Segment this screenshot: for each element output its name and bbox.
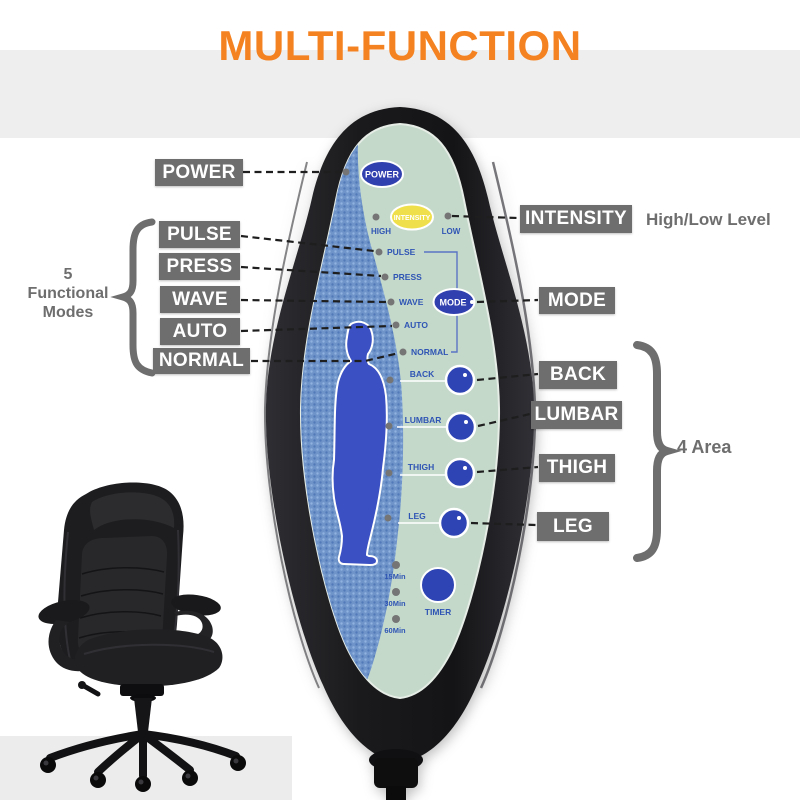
leg-button: [438, 507, 470, 539]
timer-button: [420, 567, 456, 603]
connector-normal: [251, 351, 400, 363]
connector-press: [240, 265, 382, 278]
intensity-button-label: INTENSITY: [394, 215, 431, 222]
back-area-label: BACK: [410, 369, 435, 379]
lumbar-button: [445, 411, 477, 443]
connector-leg: [470, 521, 537, 527]
timer-30-dot: [392, 588, 400, 596]
connector-pulse: [240, 234, 375, 253]
modes-note-line2: Functional: [27, 285, 109, 302]
page-title: MULTI-FUNCTION: [218, 22, 582, 69]
lumbar-dot: [385, 422, 393, 430]
remote-control: POWER INTENSITY HIGH LOW PULSE PRESS WAV…: [263, 107, 537, 800]
intensity-level-note: High/Low Level: [646, 210, 771, 229]
back-button: [444, 364, 476, 396]
chair-seat: [74, 629, 223, 687]
modes-note-line3: Modes: [42, 304, 94, 321]
auto-dot: [392, 321, 400, 329]
back-dot: [386, 376, 394, 384]
thigh-dot: [385, 469, 393, 477]
chair-base: [40, 681, 246, 792]
timer-button-label: TIMER: [425, 607, 451, 617]
connector-auto: [240, 324, 393, 333]
callout-wave: WAVE: [160, 286, 240, 313]
left-brace: [110, 218, 156, 377]
leg-dot: [384, 514, 392, 522]
power-indicator-dot: [342, 168, 350, 176]
connector-wave: [240, 298, 388, 304]
timer-60-dot: [392, 615, 400, 623]
normal-label: NORMAL: [411, 347, 448, 357]
mode-bracket-line: [424, 251, 458, 353]
mode-button: MODE: [432, 288, 476, 316]
callout-mode: MODE: [539, 287, 615, 314]
callout-intensity: INTENSITY: [520, 205, 632, 233]
low-label: LOW: [442, 227, 461, 236]
pulse-dot: [375, 248, 383, 256]
right-brace: [633, 341, 682, 562]
connector-intensity: [451, 214, 520, 220]
press-dot: [381, 273, 389, 281]
auto-label: AUTO: [404, 320, 428, 330]
intensity-button: INTENSITY: [390, 203, 434, 231]
wave-dot: [387, 298, 395, 306]
area-count-note: 4 Area: [677, 437, 732, 457]
modes-count-note: 5 Functional Modes: [14, 265, 122, 322]
press-label: PRESS: [393, 272, 422, 282]
callout-pulse: PULSE: [159, 221, 240, 248]
callout-leg: LEG: [537, 512, 609, 541]
office-chair-image: [38, 482, 246, 792]
connector-lumbar: [477, 412, 531, 428]
power-button-label: POWER: [365, 170, 400, 180]
modes-note-line1: 5: [63, 266, 73, 283]
thigh-area-label: THIGH: [408, 462, 434, 472]
leg-area-label: LEG: [408, 511, 426, 521]
connector-thigh: [476, 465, 539, 474]
thigh-button: [444, 457, 476, 489]
timer-15-dot: [392, 561, 400, 569]
callout-power: POWER: [155, 159, 243, 186]
power-button: POWER: [360, 160, 404, 188]
connector-back: [476, 372, 539, 382]
mode-button-label: MODE: [440, 298, 467, 308]
timer-30-label: 30Min: [384, 599, 406, 608]
body-silhouette: [331, 320, 388, 566]
callout-lumbar: LUMBAR: [531, 401, 622, 429]
callout-press: PRESS: [159, 253, 240, 280]
area-buttons: [438, 364, 477, 539]
timer-15-label: 15Min: [384, 572, 406, 581]
callout-auto: AUTO: [160, 318, 240, 345]
intensity-low-dot: [444, 212, 452, 220]
intensity-high-dot: [372, 213, 380, 221]
high-label: HIGH: [371, 227, 391, 236]
lumbar-area-label: LUMBAR: [405, 415, 442, 425]
normal-dot: [399, 348, 407, 356]
remote-cable-connector: [369, 749, 423, 800]
wave-label: WAVE: [399, 297, 424, 307]
callout-back: BACK: [539, 361, 617, 389]
timer-60-label: 60Min: [384, 626, 406, 635]
pulse-label: PULSE: [387, 247, 416, 257]
callout-thigh: THIGH: [539, 454, 615, 482]
callout-normal: NORMAL: [153, 348, 250, 374]
connector-mode: [476, 298, 539, 304]
